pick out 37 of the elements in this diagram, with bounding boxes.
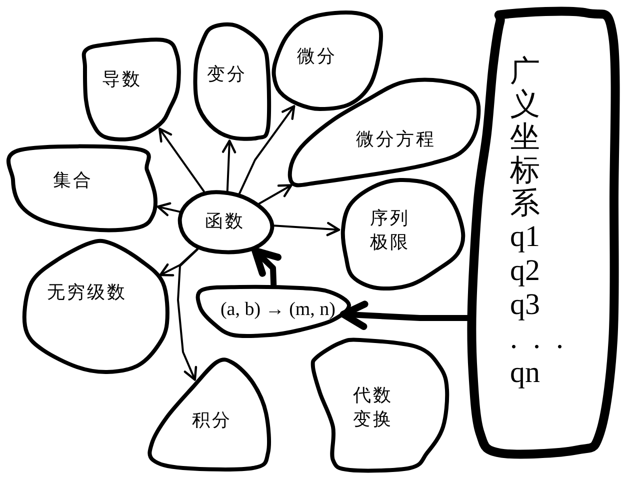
arrow bbox=[159, 248, 198, 276]
coordinate-label: . . . bbox=[510, 322, 568, 356]
blob-node bbox=[191, 21, 273, 143]
blob-node bbox=[8, 144, 160, 235]
coordinate-label: qn bbox=[510, 356, 540, 390]
arrow bbox=[273, 222, 340, 236]
arrow bbox=[238, 105, 296, 194]
node-label: 导数 bbox=[102, 68, 142, 91]
blob-node bbox=[147, 357, 273, 473]
node-label: 微分 bbox=[297, 45, 337, 68]
thick-arrow bbox=[252, 247, 282, 288]
blob-node bbox=[175, 188, 277, 257]
node-label: 无穷级数 bbox=[47, 281, 127, 304]
node-label: (a, b) → (m, n) bbox=[220, 298, 336, 322]
arrow bbox=[222, 140, 236, 192]
arrow bbox=[177, 248, 198, 381]
node-label: 代数变换 bbox=[352, 384, 394, 431]
arrow bbox=[156, 202, 181, 216]
blob-node bbox=[338, 175, 468, 293]
tall-rounded-node bbox=[464, 5, 622, 461]
coordinate-label: q3 bbox=[510, 288, 540, 322]
blob-node bbox=[195, 282, 354, 340]
coordinate-label: q1 bbox=[510, 220, 540, 254]
node-label: 集合 bbox=[53, 169, 93, 192]
blob-node bbox=[80, 35, 183, 143]
blob-node bbox=[269, 8, 385, 114]
node-label: 函数 bbox=[205, 210, 245, 233]
node-label: 变分 bbox=[207, 63, 247, 86]
arrow bbox=[258, 184, 292, 205]
blob-node bbox=[20, 238, 172, 377]
node-label: 序列极限 bbox=[369, 207, 411, 254]
arrow bbox=[158, 128, 205, 192]
blob-node bbox=[285, 75, 483, 190]
node-label: 积分 bbox=[192, 409, 232, 432]
coordinate-label: q2 bbox=[510, 254, 540, 288]
node-label: 微分方程 bbox=[356, 128, 436, 151]
blob-node bbox=[308, 335, 452, 475]
